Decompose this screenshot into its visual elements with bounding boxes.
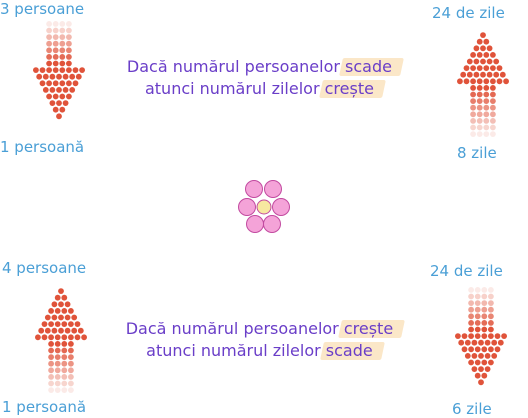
top-right-end-label: 8 zile <box>457 144 497 162</box>
top-sentence: Dacă numărul persoanelor scade, atunci n… <box>90 56 434 100</box>
top-sentence-line1: Dacă numărul persoanelor scade, <box>90 56 434 78</box>
arrow-down-icon <box>455 287 507 386</box>
arrow-up-icon <box>457 32 509 137</box>
top-line1-text: Dacă numărul persoanelor <box>126 57 346 76</box>
flower-icon <box>238 180 290 233</box>
arrow-down-icon <box>33 21 85 120</box>
bottom-right-end-label: 6 zile <box>452 400 492 418</box>
bottom-right-start-label: 24 de zile <box>430 262 503 280</box>
top-right-start-label: 24 de zile <box>432 4 505 22</box>
top-left-start-label: 3 persoane <box>0 0 85 18</box>
bottom-line2-highlight: scade <box>325 341 373 360</box>
arrow-up-icon <box>35 288 87 393</box>
bottom-line1-text: Dacă numărul persoanelor <box>125 319 344 338</box>
top-sentence-line2: atunci numărul zilelor crește. <box>90 78 434 100</box>
top-left-end-label: 1 persoană <box>0 138 85 156</box>
bottom-line1-highlight: crește <box>343 319 394 338</box>
bottom-left-end-label: 1 persoană <box>2 398 87 416</box>
top-line2-highlight: crește <box>324 79 374 98</box>
bottom-sentence-line2: atunci numărul zilelor scade. <box>88 340 436 362</box>
bottom-sentence-line1: Dacă numărul persoanelor crește, <box>88 318 436 340</box>
top-line2-text: atunci numărul zilelor <box>144 79 325 98</box>
top-line1-highlight: scade <box>345 57 392 76</box>
bottom-left-start-label: 4 persoane <box>2 259 87 277</box>
bottom-sentence: Dacă numărul persoanelor crește, atunci … <box>88 318 436 362</box>
bottom-line2-text: atunci numărul zilelor <box>146 341 326 360</box>
